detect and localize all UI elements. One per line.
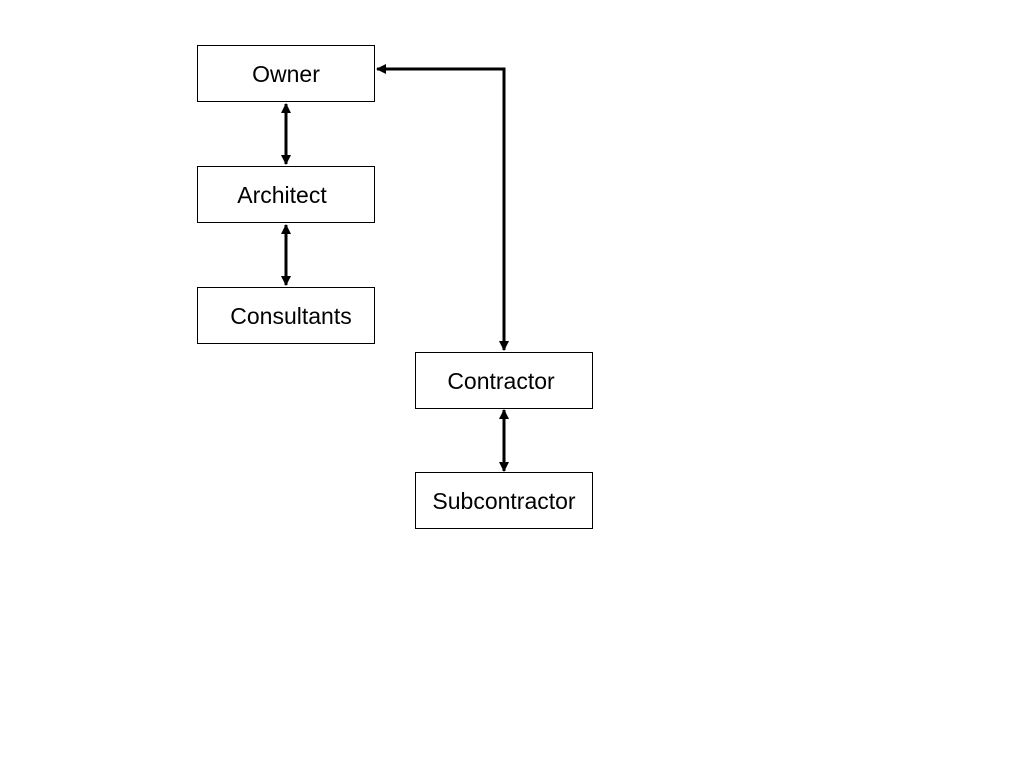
node-architect-box <box>197 166 375 223</box>
node-architect: Architect <box>197 166 375 223</box>
node-owner: Owner <box>197 45 375 102</box>
node-architect-label: Architect <box>237 182 327 208</box>
connectors <box>281 64 509 472</box>
node-consultants-box <box>197 287 375 344</box>
node-consultants-label: Consultants <box>230 303 351 329</box>
node-owner-box <box>197 45 375 102</box>
node-subcontractor-label: Subcontractor <box>432 488 576 514</box>
node-contractor: Contractor <box>415 352 593 409</box>
owner-contractor-connector <box>376 64 509 351</box>
node-subcontractor: Subcontractor <box>415 472 593 529</box>
node-owner-label: Owner <box>252 61 320 87</box>
node-consultants: Consultants <box>197 287 375 344</box>
node-contractor-label: Contractor <box>447 368 555 394</box>
node-subcontractor-box <box>415 472 593 529</box>
node-contractor-box <box>415 352 593 409</box>
